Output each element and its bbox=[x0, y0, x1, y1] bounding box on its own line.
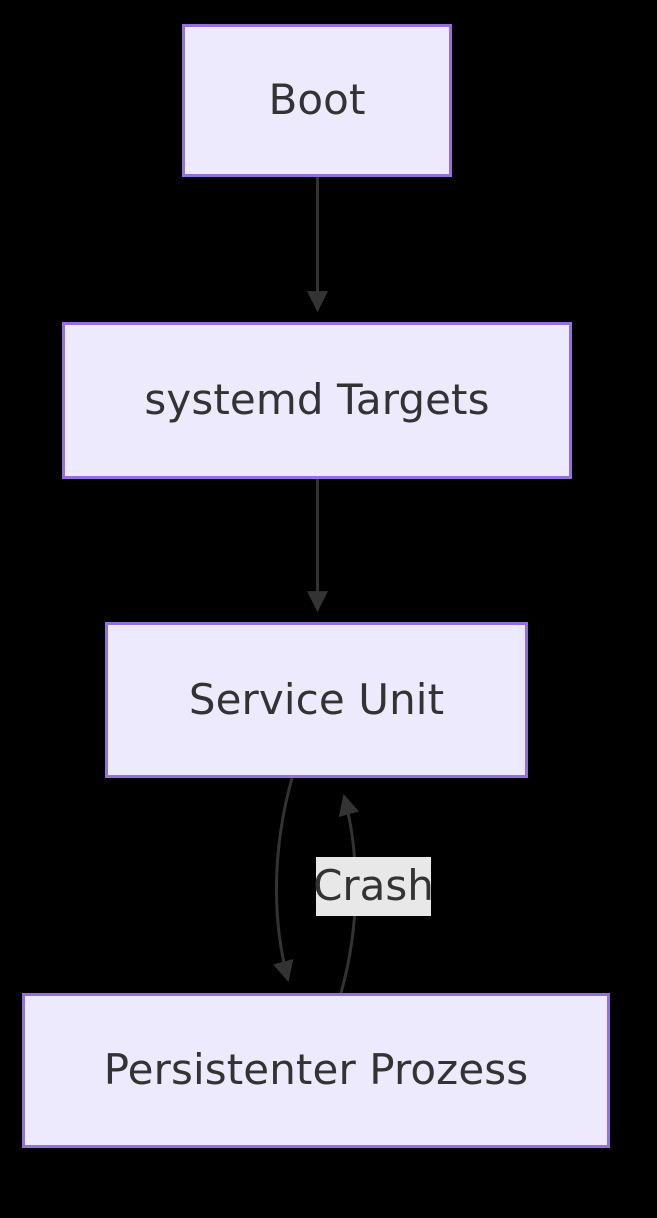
edge-label-crash: Crash bbox=[313, 857, 434, 916]
node-boot-label: Boot bbox=[268, 75, 366, 125]
node-systemd-targets[interactable]: systemd Targets bbox=[62, 322, 572, 479]
node-service-unit[interactable]: Service Unit bbox=[105, 622, 528, 778]
edge-service-to-process bbox=[272, 777, 294, 983]
node-persistenter-prozess[interactable]: Persistenter Prozess bbox=[22, 993, 610, 1148]
node-persistenter-prozess-label: Persistenter Prozess bbox=[103, 1045, 529, 1095]
node-service-unit-label: Service Unit bbox=[188, 674, 445, 724]
node-boot[interactable]: Boot bbox=[182, 24, 452, 177]
node-systemd-targets-label: systemd Targets bbox=[144, 375, 490, 425]
